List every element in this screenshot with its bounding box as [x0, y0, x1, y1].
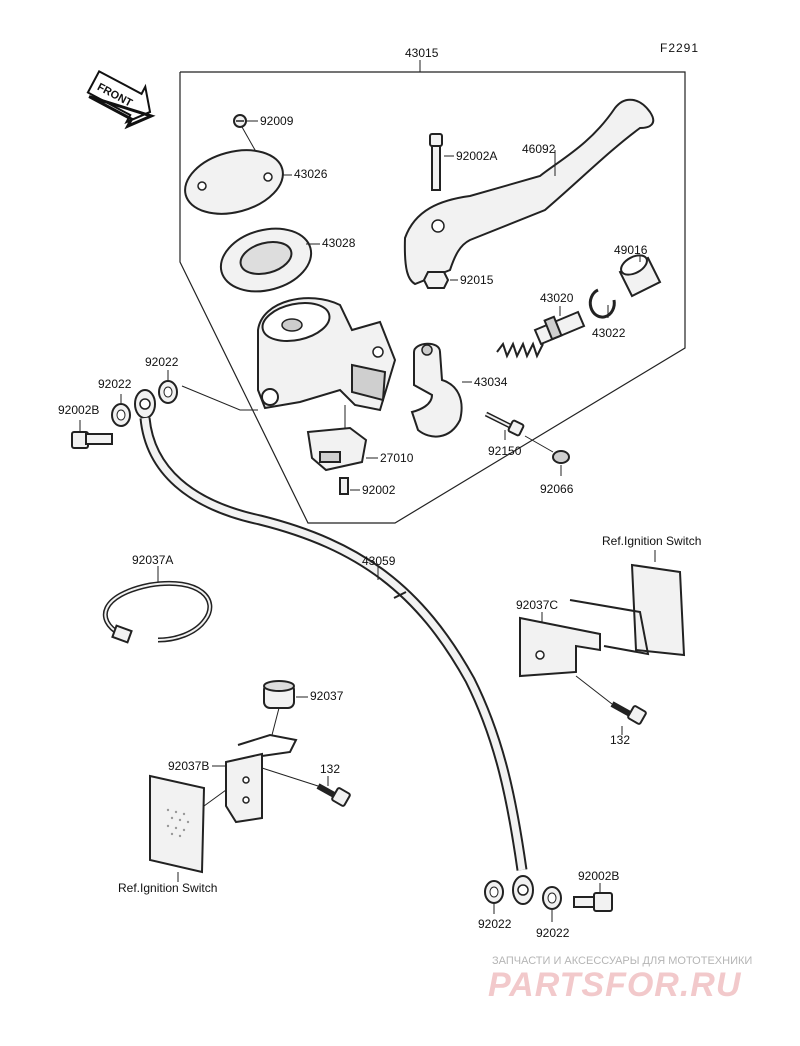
- label-92022-upper-1: 92022: [145, 355, 179, 369]
- piston-kit-43020: [496, 306, 586, 359]
- bolt-92150: [484, 411, 525, 440]
- ignition-switch-plate-bottom: [149, 774, 227, 882]
- label-92037A: 92037A: [132, 553, 173, 567]
- brake-switch-27010: [306, 405, 378, 472]
- label-27010: 27010: [380, 451, 414, 465]
- washer-92022-upper-2: [111, 394, 131, 427]
- diaphragm-43028: [219, 227, 320, 293]
- label-43022: 43022: [592, 326, 626, 340]
- label-92022-lower-2: 92022: [536, 926, 570, 940]
- label-43020: 43020: [540, 291, 574, 305]
- clamp-ring-92037A: [102, 566, 213, 644]
- label-132-lower: 132: [320, 762, 340, 776]
- grommet-92037: [263, 680, 308, 709]
- diagram-code: F2291: [660, 41, 699, 55]
- watermark-brand: PARTSFOR.RU: [488, 966, 742, 1004]
- label-92002A: 92002A: [456, 149, 497, 163]
- holder-43034: [410, 342, 472, 438]
- label-92022-upper-2: 92022: [98, 377, 132, 391]
- assembly-frame: [179, 71, 686, 524]
- ref-ignition-switch-top: Ref.Ignition Switch: [602, 534, 701, 548]
- label-92002B-upper: 92002B: [58, 403, 99, 417]
- label-43028: 43028: [322, 236, 356, 250]
- label-92150: 92150: [488, 444, 522, 458]
- label-92002B-lower: 92002B: [578, 869, 619, 883]
- reservoir-cap-43026: [184, 149, 292, 215]
- label-43015: 43015: [405, 46, 439, 60]
- washer-92022-lower-1: [484, 880, 504, 914]
- label-43059: 43059: [362, 554, 396, 568]
- brake-lever-46092: [403, 98, 655, 286]
- label-92015: 92015: [460, 273, 494, 287]
- brake-hose-43059: [134, 389, 534, 905]
- label-46092: 46092: [522, 142, 556, 156]
- front-arrow-icon: FRONT: [86, 69, 156, 130]
- bolt-132-upper: [575, 675, 647, 735]
- bolt-132-lower: [261, 767, 351, 807]
- label-92022-lower-1: 92022: [478, 917, 512, 931]
- dust-boot-49016: [618, 254, 662, 298]
- watermark-tagline: ЗАПЧАСТИ И АКСЕССУАРЫ ДЛЯ МОТОТЕХНИКИ: [492, 955, 752, 967]
- label-49016: 49016: [614, 243, 648, 257]
- screw-92002: [339, 477, 360, 495]
- label-132-upper: 132: [610, 733, 630, 747]
- bracket-92037B: [212, 707, 298, 824]
- washer-92022-lower-2: [542, 886, 562, 922]
- label-43034: 43034: [474, 375, 508, 389]
- label-92009: 92009: [260, 114, 294, 128]
- ignition-switch-plate-top: [630, 563, 686, 657]
- label-92037: 92037: [310, 689, 344, 703]
- label-92037B: 92037B: [168, 759, 209, 773]
- cap-92066: [524, 435, 570, 476]
- master-cylinder-body: [257, 297, 397, 412]
- pivot-bolt-92002A: [429, 133, 454, 191]
- nut-92015: [422, 271, 458, 289]
- label-92066: 92066: [540, 482, 574, 496]
- label-92037C: 92037C: [516, 598, 558, 612]
- washer-92022-upper-1: [158, 370, 178, 404]
- circlip-43022: [588, 288, 616, 319]
- label-92002: 92002: [362, 483, 396, 497]
- label-43026: 43026: [294, 167, 328, 181]
- banjo-bolt-92002B-upper: [71, 420, 113, 449]
- ref-ignition-switch-bottom: Ref.Ignition Switch: [118, 881, 217, 895]
- banjo-bolt-92002B-lower: [573, 883, 613, 912]
- bracket-92037C: [519, 599, 650, 678]
